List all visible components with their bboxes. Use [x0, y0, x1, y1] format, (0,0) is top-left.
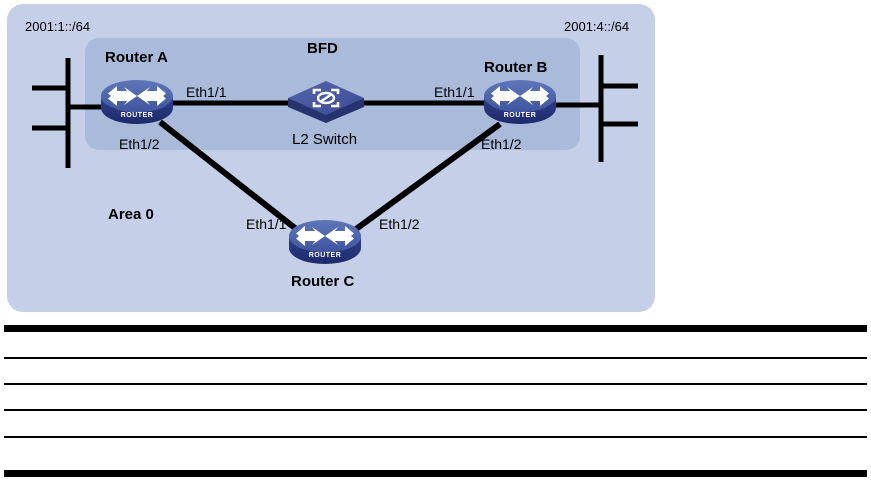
- interface-label-a-eth12: Eth1/2: [119, 136, 160, 152]
- link-router-a-router-c: [158, 119, 302, 235]
- subnet-right-label: 2001:4::/64: [564, 19, 630, 34]
- router-icon: ROUTER: [484, 80, 556, 124]
- router-b-icon[interactable]: ROUTER: [483, 80, 557, 126]
- switch-icon: [288, 81, 364, 123]
- subnet-left-label: 2001:1::/64: [25, 19, 91, 34]
- router-b-label: Router B: [484, 59, 548, 76]
- svg-text:ROUTER: ROUTER: [504, 112, 537, 119]
- svg-text:ROUTER: ROUTER: [309, 252, 342, 259]
- table-row-divider-1: [4, 357, 867, 359]
- bfd-label: BFD: [307, 40, 338, 57]
- router-c-label: Router C: [291, 273, 355, 290]
- router-icon: ROUTER: [101, 80, 173, 124]
- link-router-c-router-b: [350, 121, 502, 235]
- router-a-icon[interactable]: ROUTER: [100, 80, 174, 126]
- interface-label-b-eth11: Eth1/1: [434, 84, 475, 100]
- interface-label-a-eth11: Eth1/1: [186, 84, 227, 100]
- table-top-border: [4, 325, 867, 332]
- interface-label-b-eth12: Eth1/2: [481, 136, 522, 152]
- router-c-icon[interactable]: ROUTER: [288, 220, 362, 266]
- router-a-label: Router A: [105, 49, 168, 66]
- table-bottom-border: [4, 470, 867, 477]
- router-icon: ROUTER: [289, 220, 361, 264]
- interface-label-c-eth11: Eth1/1: [246, 216, 287, 232]
- l2-switch-label: L2 Switch: [292, 131, 358, 148]
- table-row-divider-3: [4, 409, 867, 411]
- table-row-divider-2: [4, 383, 867, 385]
- interface-label-c-eth12: Eth1/2: [379, 216, 420, 232]
- table-row-divider-4: [4, 436, 867, 438]
- svg-text:ROUTER: ROUTER: [121, 112, 154, 119]
- area-0-label: Area 0: [108, 206, 154, 223]
- l2-switch-icon[interactable]: [287, 74, 365, 130]
